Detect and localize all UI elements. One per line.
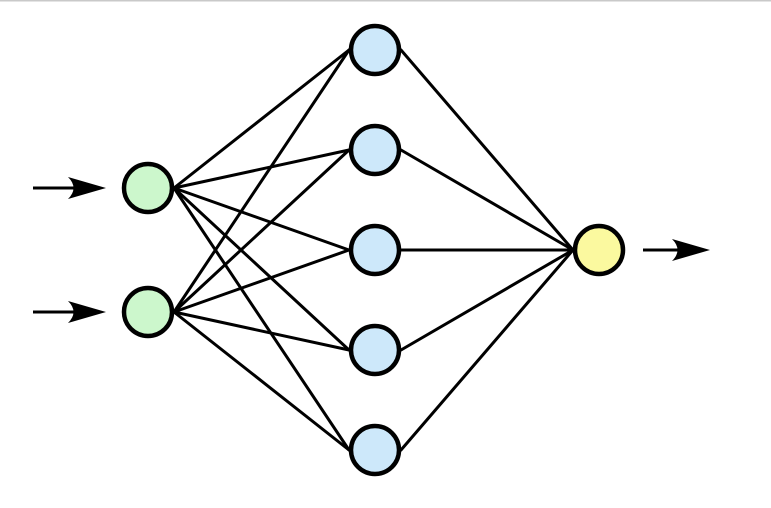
edge-input1-hidden2 bbox=[172, 148, 351, 190]
edge-input2-hidden1 bbox=[172, 48, 351, 314]
edge-hidden5-output1 bbox=[399, 248, 575, 452]
edge-input2-hidden5 bbox=[172, 310, 351, 452]
edges-layer bbox=[172, 48, 575, 452]
edge-input2-hidden2 bbox=[172, 148, 351, 314]
output-arrow bbox=[643, 239, 710, 261]
hidden-node-3 bbox=[348, 223, 402, 277]
input-arrow-1-head bbox=[68, 177, 106, 199]
edge-input2-hidden4 bbox=[172, 310, 351, 352]
hidden-node-1 bbox=[348, 23, 402, 77]
input-node-2 bbox=[121, 285, 175, 339]
edge-hidden4-output1 bbox=[399, 248, 575, 352]
output-node-1 bbox=[572, 223, 626, 277]
edge-hidden2-output1 bbox=[399, 148, 575, 252]
edge-input1-hidden3 bbox=[172, 186, 351, 252]
input-arrow-1 bbox=[33, 177, 106, 199]
arrows-layer bbox=[33, 177, 710, 323]
edge-input1-hidden4 bbox=[172, 186, 351, 352]
edge-input2-hidden3 bbox=[172, 248, 351, 314]
top-border-line bbox=[0, 0, 771, 2]
edge-hidden1-output1 bbox=[399, 48, 575, 252]
nodes-layer bbox=[121, 23, 626, 477]
hidden-node-2 bbox=[348, 123, 402, 177]
hidden-node-5 bbox=[348, 423, 402, 477]
input-arrow-2-head bbox=[68, 301, 106, 323]
output-arrow-head bbox=[672, 239, 710, 261]
hidden-node-4 bbox=[348, 323, 402, 377]
edge-input1-hidden1 bbox=[172, 48, 351, 190]
input-arrow-2 bbox=[33, 301, 106, 323]
input-node-1 bbox=[121, 161, 175, 215]
edge-input1-hidden5 bbox=[172, 186, 351, 452]
